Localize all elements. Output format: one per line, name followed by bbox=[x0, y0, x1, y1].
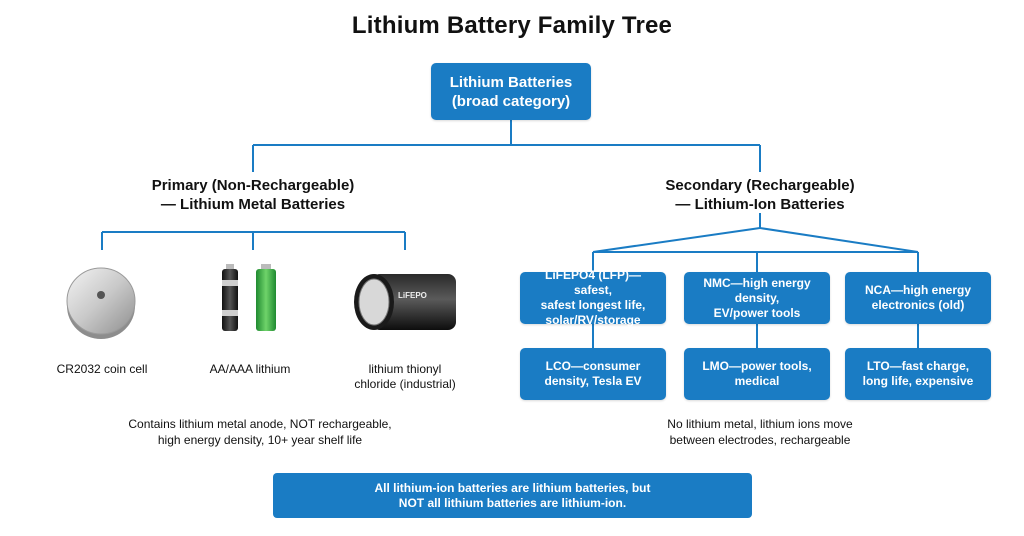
lmo-line2: medical bbox=[734, 374, 780, 388]
secondary-summary-line2: between electrodes, rechargeable bbox=[669, 433, 851, 447]
lmo-node: LMO—power tools, medical bbox=[684, 348, 830, 400]
banner-line2: NOT all lithium batteries are lithium-io… bbox=[398, 495, 627, 510]
coin-cell-label: CR2032 coin cell bbox=[56, 362, 148, 376]
secondary-summary: No lithium metal, lithium ions move betw… bbox=[600, 416, 920, 448]
nca-line1: NCA—high energy bbox=[864, 283, 971, 297]
primary-summary-line2: high energy density, 10+ year shelf life bbox=[157, 433, 363, 447]
primary-heading: Primary (Non-Rechargeable) — Lithium Met… bbox=[133, 176, 373, 214]
secondary-summary-line1: No lithium metal, lithium ions move bbox=[667, 417, 853, 431]
lto-line2: long life, expensive bbox=[862, 374, 974, 388]
nmc-node: NMC—high energy density, EV/power tools bbox=[684, 272, 830, 324]
aa-battery-icon bbox=[222, 264, 276, 331]
nca-line2: electronics (old) bbox=[871, 298, 965, 312]
nmc-line1: NMC—high energy density, bbox=[703, 275, 811, 305]
lco-line1: LCO—consumer bbox=[545, 359, 641, 373]
nca-node: NCA—high energy electronics (old) bbox=[845, 272, 991, 324]
cylinder-brand-text: LiFEPO bbox=[398, 291, 427, 300]
primary-summary: Contains lithium metal anode, NOT rechar… bbox=[100, 416, 420, 448]
lfp-line1: LiFEPO4 (LFP)—safest, bbox=[545, 268, 641, 297]
cylinder-battery-icon: LiFEPO bbox=[354, 274, 456, 330]
secondary-heading: Secondary (Rechargeable) — Lithium-Ion B… bbox=[640, 176, 880, 214]
lto-node: LTO—fast charge, long life, expensive bbox=[845, 348, 991, 400]
lfp-line2: safest longest life, bbox=[540, 298, 646, 312]
lfp-line3: solar/RV/storage bbox=[545, 313, 641, 327]
banner-line1: All lithium-ion batteries are lithium ba… bbox=[374, 480, 651, 495]
lto-line1: LTO—fast charge, bbox=[866, 359, 970, 373]
secondary-heading-line1: Secondary (Rechargeable) bbox=[665, 177, 855, 194]
root-node: Lithium Batteries (broad category) bbox=[431, 63, 591, 120]
nmc-line2: EV/power tools bbox=[713, 305, 801, 320]
primary-summary-line1: Contains lithium metal anode, NOT rechar… bbox=[128, 417, 392, 431]
footer-banner: All lithium-ion batteries are lithium ba… bbox=[273, 473, 752, 518]
lfp-node: LiFEPO4 (LFP)—safest, safest longest lif… bbox=[520, 268, 666, 327]
lco-line2: density, Tesla EV bbox=[544, 374, 642, 388]
lco-node: LCO—consumer density, Tesla EV bbox=[520, 348, 666, 400]
coin-cell-icon bbox=[66, 267, 136, 339]
thionyl-label-line1: lithium thionyl bbox=[368, 362, 442, 376]
diagram-title: Lithium Battery Family Tree bbox=[351, 12, 673, 39]
lmo-line1: LMO—power tools, bbox=[702, 359, 812, 373]
aa-battery-label: AA/AAA lithium bbox=[209, 362, 291, 376]
root-line1: Lithium Batteries bbox=[449, 73, 573, 91]
root-line2: (broad category) bbox=[451, 92, 571, 110]
primary-heading-line1: Primary (Non-Rechargeable) bbox=[151, 177, 355, 194]
primary-heading-line2: — Lithium Metal Batteries bbox=[160, 196, 346, 213]
thionyl-chloride-label: lithium thionyl chloride (industrial) bbox=[340, 362, 470, 392]
thionyl-label-line2: chloride (industrial) bbox=[354, 377, 456, 391]
secondary-heading-line2: — Lithium-Ion Batteries bbox=[675, 196, 845, 213]
